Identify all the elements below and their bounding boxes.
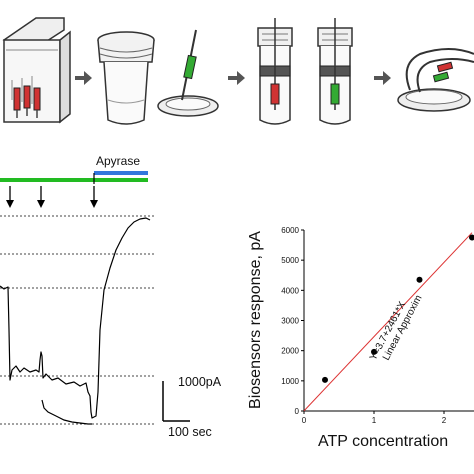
x-tick-label: 2 (442, 416, 447, 425)
apyrase-label: Apyrase (96, 154, 140, 168)
linear-fit-line (303, 232, 473, 412)
scale-time-label: 100 sec (168, 425, 212, 439)
x-tick-label: 1 (372, 416, 377, 425)
y-tick-label: 1000 (281, 377, 299, 386)
y-tick-label: 5000 (281, 256, 299, 265)
trace-panel: Apyrase 1000pA 100 sec (0, 154, 222, 439)
application-arrows (6, 186, 98, 208)
arrowhead-icon (37, 200, 45, 208)
data-point (322, 376, 328, 383)
data-points (322, 234, 474, 383)
trace-segment-mid (41, 399, 92, 425)
y-ticks: 0 1000 2000 3000 4000 5000 6000 (281, 226, 304, 416)
x-tick-label: 0 (302, 416, 307, 425)
current-trace (0, 217, 151, 419)
y-axis-title: Biosensors response, pA (247, 231, 264, 409)
illustration-vial-and-dish (97, 29, 219, 125)
y-tick-label: 2000 (281, 347, 299, 356)
arrow-icon (374, 71, 391, 85)
data-point (416, 276, 423, 283)
arrowhead-icon (6, 200, 14, 208)
arrow-icon (228, 71, 245, 85)
data-point (371, 348, 377, 355)
illustration-tubes (257, 18, 353, 125)
y-tick-label: 6000 (281, 226, 299, 235)
arrowhead-icon (90, 200, 98, 208)
x-axis-title: ATP concentration (318, 433, 448, 450)
scale-bar: 1000pA 100 sec (162, 375, 222, 439)
scale-amplitude-label: 1000pA (178, 375, 222, 389)
x-ticks: 0 1 2 (302, 411, 447, 425)
dashed-reference-lines (0, 215, 155, 425)
y-tick-label: 4000 (281, 286, 299, 295)
calibration-chart: Biosensors response, pA ATP concentratio… (247, 226, 474, 450)
arrow-icon (75, 71, 92, 85)
data-point (469, 234, 474, 241)
y-tick-label: 0 (295, 407, 300, 416)
illustration-recording-dish (397, 48, 474, 112)
illustration-biosensor-case (2, 17, 71, 124)
y-tick-label: 3000 (281, 317, 299, 326)
